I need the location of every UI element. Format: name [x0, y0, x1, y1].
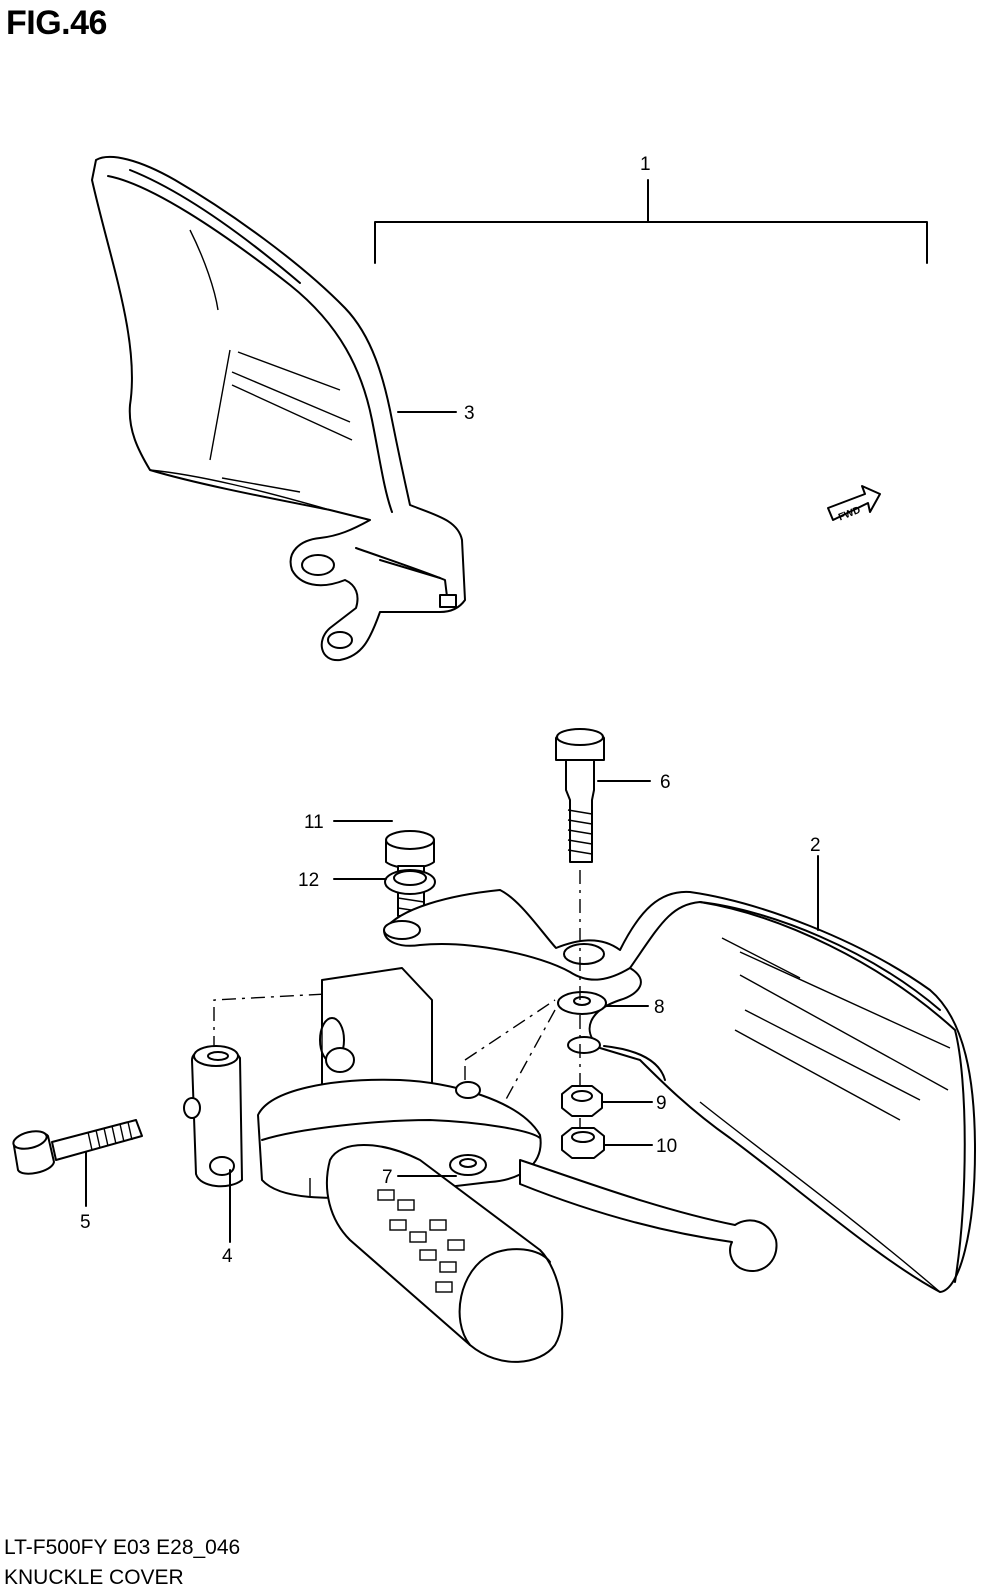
callout-11: 11: [304, 812, 324, 833]
callout-2: 2: [810, 835, 821, 856]
nut-part-9[interactable]: [561, 1085, 603, 1117]
callout-3: 3: [464, 403, 475, 424]
section-name: KNUCKLE COVER: [4, 1566, 184, 1589]
callout-4: 4: [222, 1246, 233, 1267]
brake-master-cylinder-part-4[interactable]: [183, 967, 778, 1363]
fwd-direction-arrow: FWD: [827, 485, 881, 523]
assembly-bracket-1: [374, 179, 928, 264]
locknut-part-10[interactable]: [561, 1127, 605, 1159]
figure-title: FIG.46: [6, 4, 107, 42]
callout-9: 9: [656, 1093, 667, 1114]
bolt-part-5[interactable]: [12, 1119, 143, 1175]
callout-1: 1: [640, 154, 651, 175]
callout-6: 6: [660, 772, 671, 793]
callout-8: 8: [654, 997, 665, 1018]
bolt-part-6[interactable]: [555, 728, 605, 863]
knuckle-guard-left-part-3[interactable]: [91, 156, 466, 662]
collar-part-12[interactable]: [384, 869, 436, 895]
callout-5: 5: [80, 1212, 91, 1233]
callout-10: 10: [656, 1136, 677, 1157]
callout-12: 12: [298, 870, 319, 891]
callout-7: 7: [382, 1167, 393, 1188]
washer-part-8[interactable]: [557, 991, 607, 1015]
model-code: LT-F500FY E03 E28_046: [4, 1536, 241, 1559]
knuckle-guard-right-part-2[interactable]: [383, 889, 976, 1293]
